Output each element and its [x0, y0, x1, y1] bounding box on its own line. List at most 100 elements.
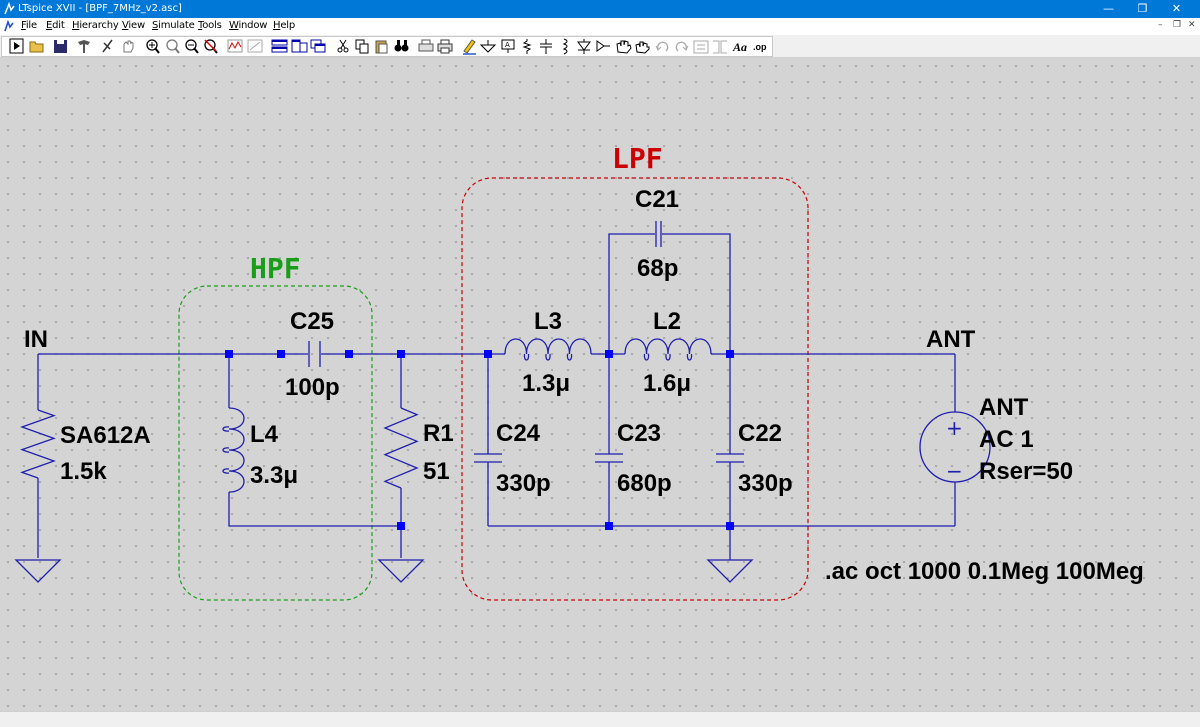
menu-view[interactable]: View — [122, 20, 145, 31]
l3-value[interactable]: 1.3μ — [522, 370, 570, 397]
menu-hierarchy[interactable]: Hierarchy — [72, 20, 119, 31]
capacitor-icon[interactable] — [540, 39, 552, 54]
l2-value[interactable]: 1.6μ — [643, 370, 691, 397]
rotate-icon[interactable] — [693, 40, 709, 54]
tile-horizontal-icon[interactable] — [271, 39, 288, 53]
copy-icon[interactable] — [355, 39, 369, 54]
paste-icon[interactable] — [375, 40, 388, 54]
schematic-drawing[interactable]: +− HPF LPF IN ANT SA612A 1.5k C25 100p L… — [0, 58, 1200, 711]
move-icon[interactable] — [616, 40, 632, 54]
redo-icon[interactable] — [675, 41, 689, 52]
zoom-fit-icon[interactable] — [185, 39, 199, 54]
r-source-value[interactable]: 1.5k — [60, 458, 107, 485]
draw-wire-icon[interactable] — [463, 39, 476, 55]
print-icon[interactable] — [437, 39, 453, 54]
find-icon[interactable] — [394, 40, 409, 52]
c21-name[interactable]: C21 — [635, 186, 679, 213]
inductor-l3 — [504, 338, 592, 355]
halt-icon[interactable] — [102, 39, 113, 53]
spice-directive-icon[interactable]: .op — [753, 42, 767, 52]
mdi-close-button[interactable]: ✕ — [1188, 20, 1196, 30]
menu-edit[interactable]: Edit — [46, 20, 65, 31]
undo-icon[interactable] — [655, 41, 669, 52]
c25-name[interactable]: C25 — [290, 308, 334, 335]
capacitor-c25 — [308, 341, 321, 367]
junction-node — [726, 522, 734, 530]
lpf-label: LPF — [612, 142, 663, 175]
menu-file[interactable]: File — [21, 20, 37, 31]
capacitor-c23 — [595, 453, 623, 463]
c22-value[interactable]: 330p — [738, 470, 793, 497]
grid-background — [0, 58, 1200, 711]
v-ant-value[interactable]: AC 1 — [979, 426, 1034, 453]
toolbar-icons: A — [9, 38, 767, 55]
c21-value[interactable]: 68p — [637, 255, 678, 282]
c25-value[interactable]: 100p — [285, 374, 340, 401]
save-icon[interactable] — [54, 40, 67, 53]
control-panel-icon[interactable] — [78, 40, 90, 53]
schematic-doc-icon[interactable] — [3, 20, 16, 33]
hpf-label: HPF — [250, 252, 301, 285]
mdi-restore-button[interactable]: ❐ — [1173, 20, 1182, 30]
inductor-icon[interactable] — [562, 38, 568, 55]
maximize-button[interactable]: ❐ — [1137, 2, 1148, 15]
zoom-cancel-icon[interactable] — [204, 39, 218, 54]
inductor-l2 — [624, 338, 712, 355]
l2-name[interactable]: L2 — [653, 308, 681, 335]
c23-name[interactable]: C23 — [617, 420, 661, 447]
spice-directive-text[interactable]: .ac oct 1000 0.1Meg 100Meg — [825, 558, 1144, 585]
status-bar — [0, 711, 1200, 727]
mirror-icon[interactable] — [713, 40, 727, 54]
v-ant-name[interactable]: ANT — [979, 394, 1029, 421]
ltspice-app-icon[interactable] — [3, 2, 17, 16]
capacitor-c22 — [716, 453, 744, 463]
c24-name[interactable]: C24 — [496, 420, 541, 447]
cut-icon[interactable] — [337, 39, 349, 53]
zoom-in-icon[interactable] — [146, 39, 160, 54]
label-net-icon[interactable]: A — [501, 39, 515, 53]
v-ant-param[interactable]: Rser=50 — [979, 458, 1073, 485]
menu-tools[interactable]: Tools — [198, 20, 222, 31]
net-label-ant[interactable]: ANT — [926, 326, 976, 353]
r1-name[interactable]: R1 — [423, 420, 454, 447]
ground-source — [14, 559, 62, 583]
r1-value[interactable]: 51 — [423, 458, 450, 485]
menu-window[interactable]: Window — [229, 20, 268, 31]
run-icon[interactable] — [9, 38, 24, 54]
print-setup-icon[interactable] — [418, 39, 434, 52]
r-source-name[interactable]: SA612A — [60, 422, 151, 449]
text-tool-icon[interactable]: Aa — [732, 40, 747, 54]
minimize-button[interactable]: — — [1103, 2, 1114, 15]
drag-icon[interactable] — [635, 41, 650, 54]
junction-node — [397, 522, 405, 530]
junction-node — [605, 522, 613, 530]
ground-icon[interactable] — [479, 40, 497, 53]
lpf-group-box — [461, 177, 809, 601]
l4-value[interactable]: 3.3μ — [250, 462, 298, 489]
svg-text:.op: .op — [753, 42, 767, 52]
close-button[interactable]: ✕ — [1171, 2, 1182, 15]
cascade-icon[interactable] — [310, 39, 326, 53]
diode-icon[interactable] — [577, 39, 591, 54]
mdi-minimize-button[interactable]: – — [1158, 20, 1163, 30]
waveform-icon[interactable] — [227, 39, 243, 53]
l4-name[interactable]: L4 — [250, 421, 279, 448]
inductor-loop — [222, 468, 230, 474]
open-icon[interactable] — [29, 41, 44, 53]
junction-node — [225, 350, 233, 358]
menu-help[interactable]: Help — [273, 20, 296, 31]
zoom-out-icon[interactable] — [166, 39, 180, 54]
c22-name[interactable]: C22 — [738, 420, 782, 447]
l3-name[interactable]: L3 — [534, 308, 562, 335]
menu-simulate[interactable]: Simulate — [152, 20, 195, 31]
net-label-in[interactable]: IN — [24, 326, 48, 353]
menu-bar: File Edit Hierarchy View Simulate Tools … — [0, 18, 1200, 35]
pan-icon[interactable] — [123, 40, 134, 53]
component-icon[interactable] — [596, 40, 610, 52]
c24-value[interactable]: 330p — [496, 470, 551, 497]
schematic-canvas[interactable]: +− HPF LPF IN ANT SA612A 1.5k C25 100p L… — [0, 58, 1200, 711]
autorange-icon[interactable] — [247, 39, 263, 53]
tile-vertical-icon[interactable] — [291, 39, 308, 53]
c23-value[interactable]: 680p — [617, 470, 672, 497]
resistor-icon[interactable] — [522, 39, 532, 54]
